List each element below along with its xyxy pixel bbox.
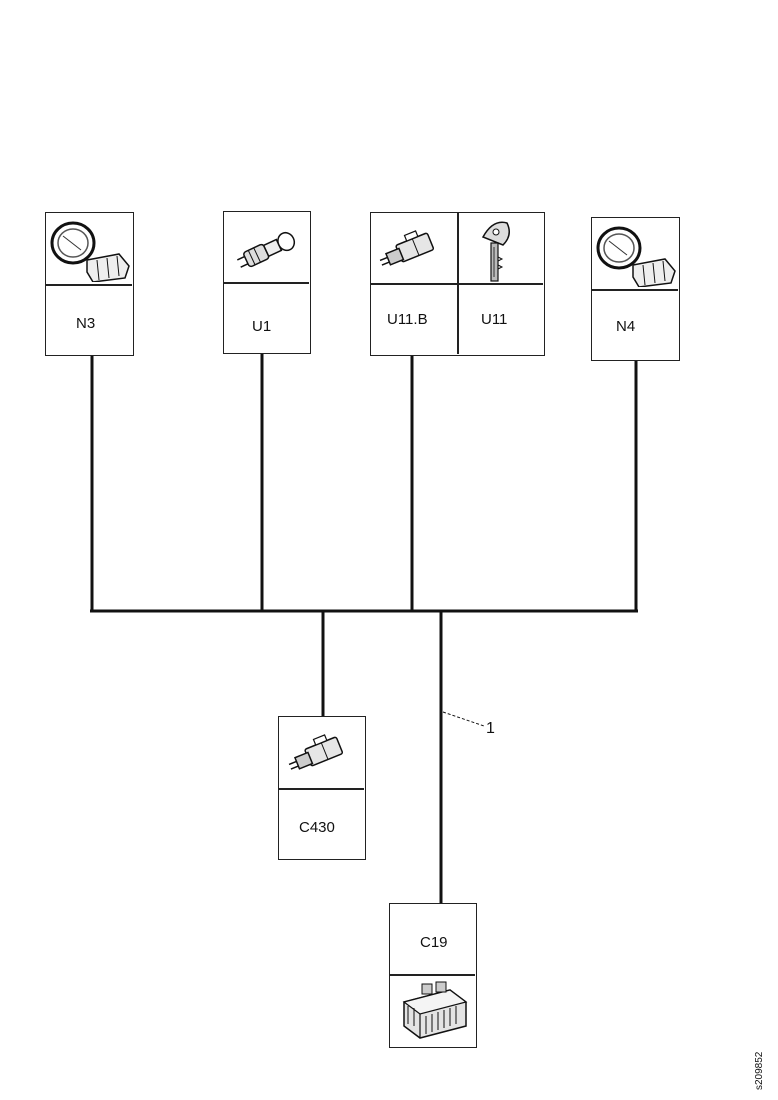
- component-n3[interactable]: N3: [45, 212, 134, 356]
- key-icon: [481, 221, 510, 282]
- label-c430: C430: [299, 819, 335, 836]
- label-u11: U11: [481, 311, 508, 328]
- label-n4: N4: [616, 318, 636, 335]
- multi-pin-connector-block-icon: [402, 981, 468, 1039]
- figure-reference: s209852: [754, 1051, 765, 1090]
- label-c19: C19: [420, 934, 448, 951]
- callout-label-1: 1: [486, 720, 495, 737]
- component-n4[interactable]: N4: [591, 217, 680, 361]
- label-u11b: U11.B: [387, 311, 428, 328]
- round-sensor-connector-icon: [50, 221, 130, 282]
- callout-leader: [442, 711, 485, 727]
- component-c19[interactable]: C19: [389, 903, 477, 1048]
- connector-plug-icon: [379, 230, 435, 266]
- component-u11[interactable]: U11.B U11: [370, 212, 545, 356]
- label-n3: N3: [76, 315, 96, 332]
- round-sensor-connector-icon: [596, 226, 676, 287]
- component-u1[interactable]: U1: [223, 211, 311, 354]
- label-u1: U1: [252, 318, 272, 335]
- connector-plug-icon: [288, 734, 344, 770]
- bulb-socket-icon: [236, 231, 296, 268]
- component-c430[interactable]: C430: [278, 716, 366, 860]
